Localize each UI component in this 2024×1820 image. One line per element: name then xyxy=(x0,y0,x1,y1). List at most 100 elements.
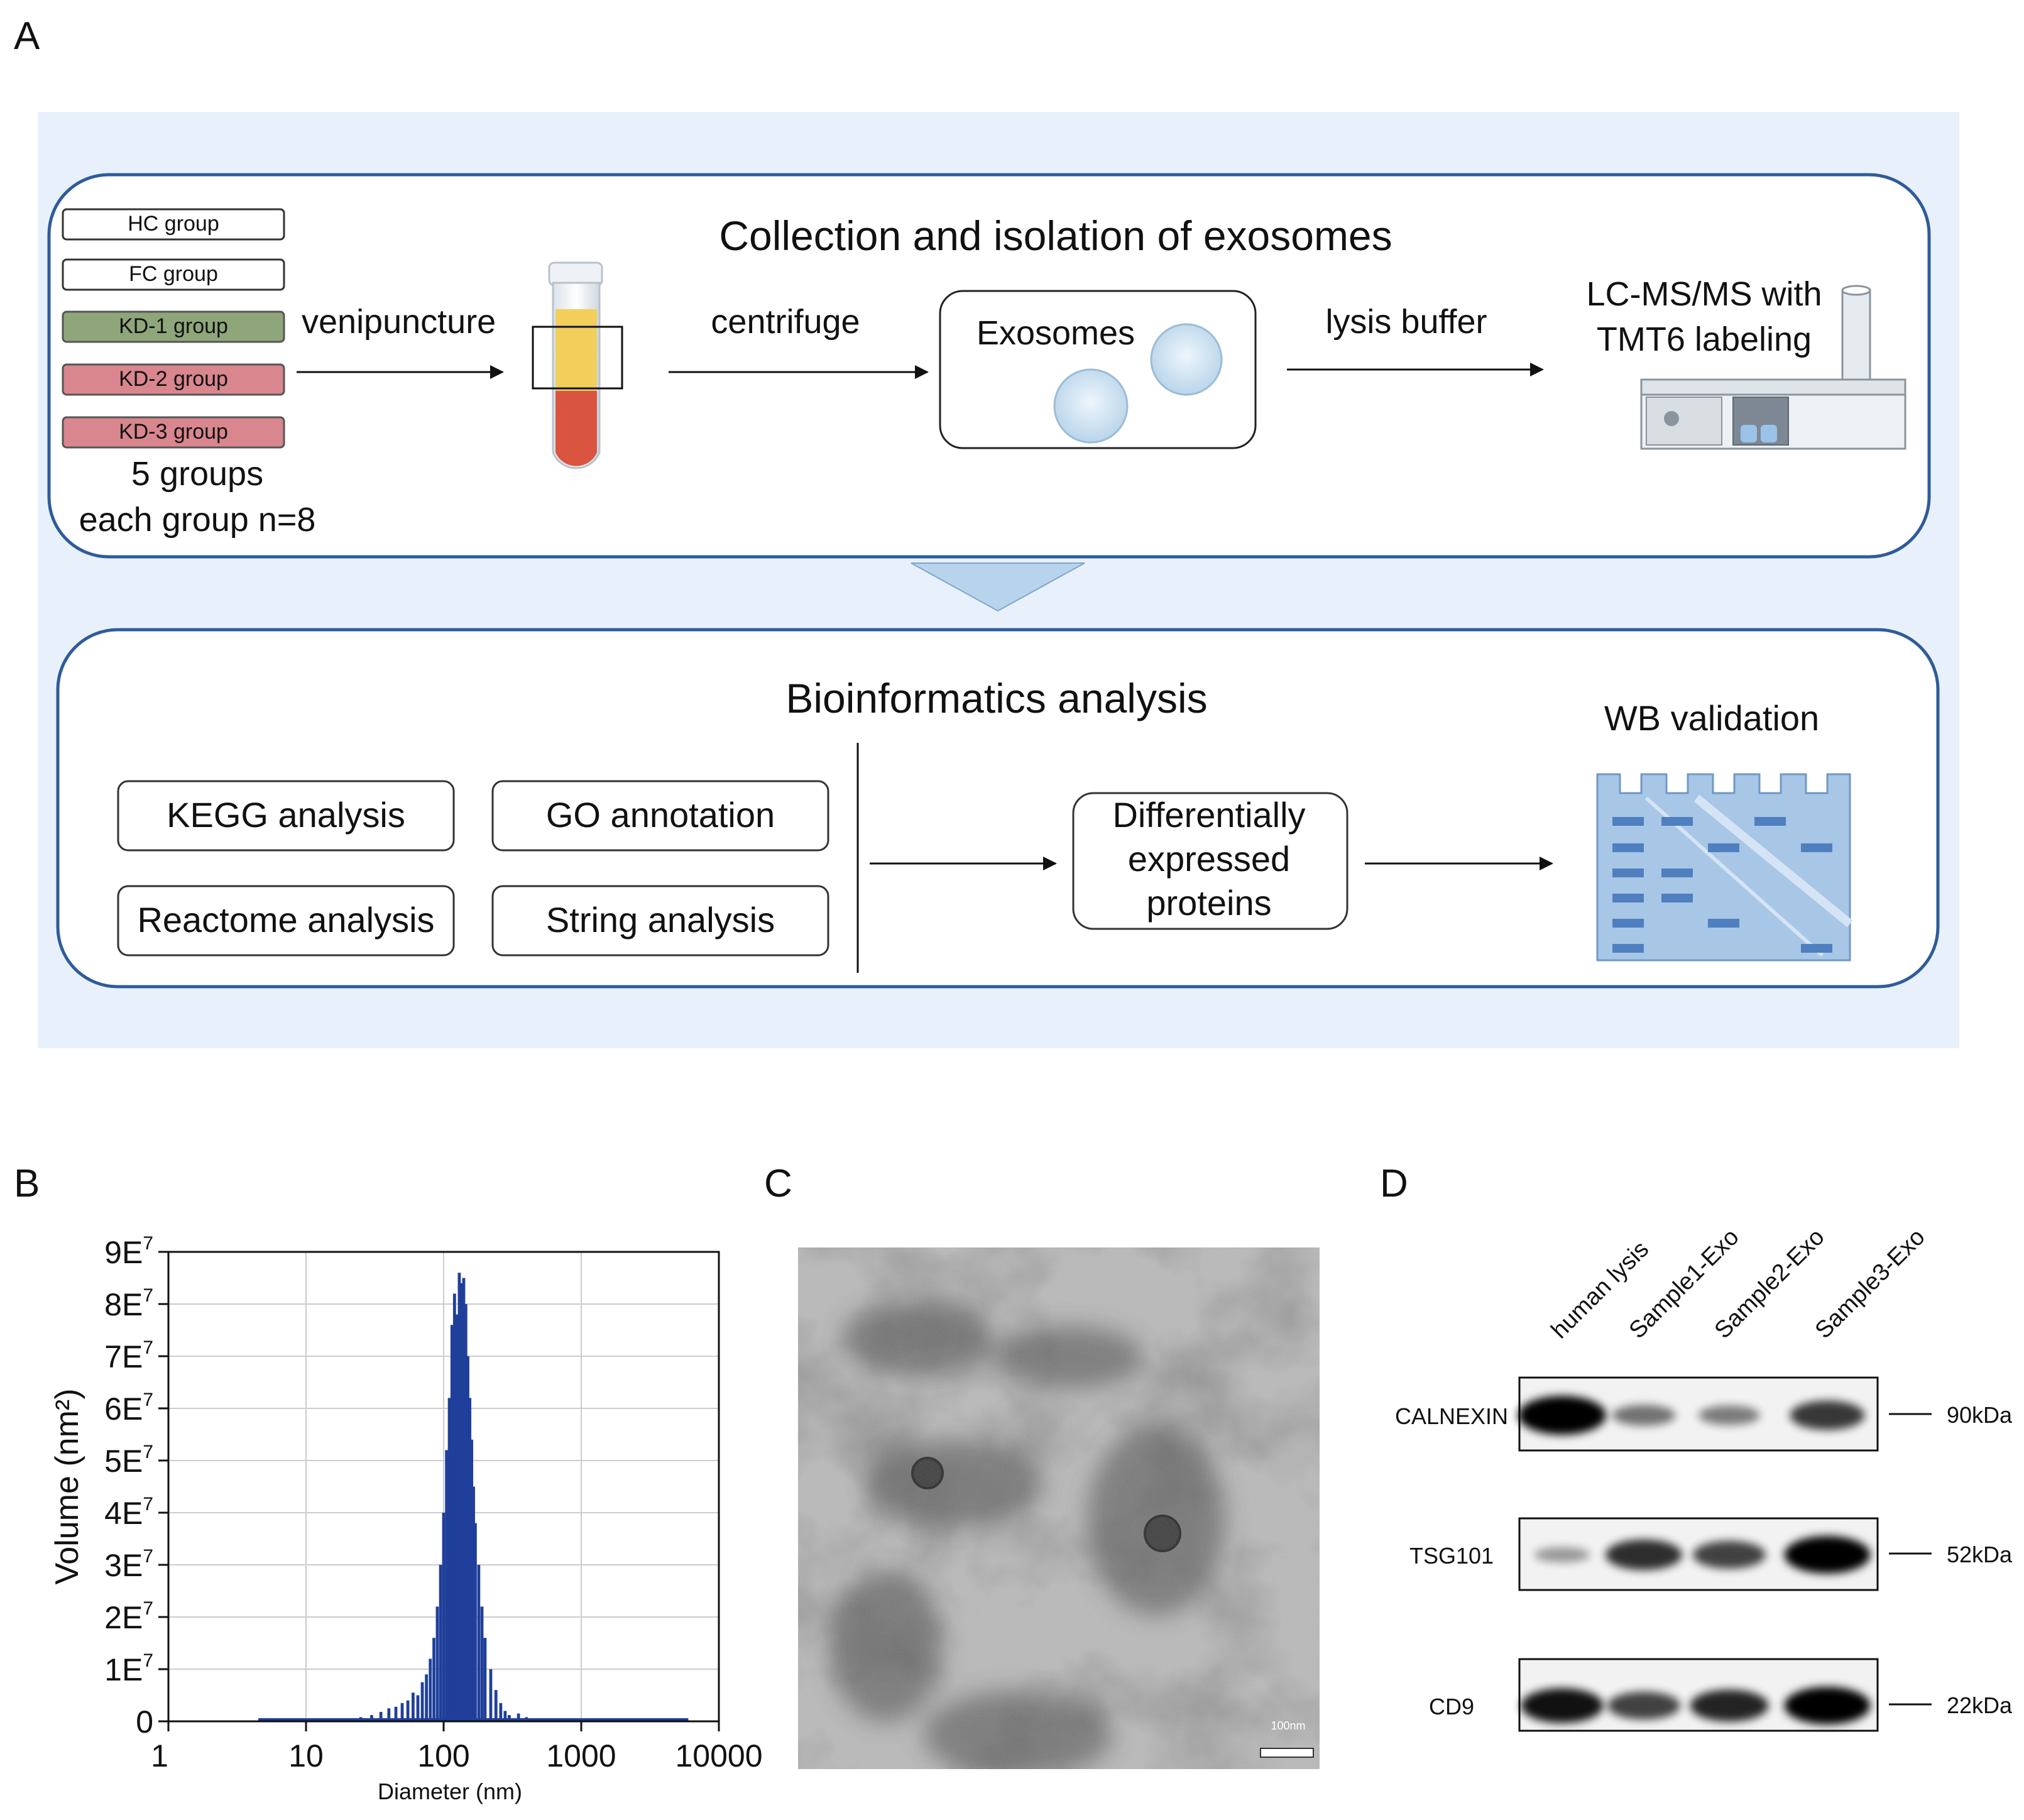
histogram-bar xyxy=(442,1513,446,1721)
histogram-bar xyxy=(425,1674,428,1721)
group-label-kd3: KD-3 group xyxy=(119,420,228,444)
y-tick-label: 9E7 xyxy=(104,1233,153,1270)
panel-label-a: A xyxy=(14,14,40,58)
x-tick-label: 10000 xyxy=(675,1738,762,1773)
groups-note-count: 5 groups xyxy=(131,455,263,493)
histogram-bar xyxy=(429,1658,432,1721)
blot-band xyxy=(1534,1547,1590,1563)
group-label-fc: FC group xyxy=(129,262,218,286)
histogram-bar xyxy=(400,1702,404,1721)
analysis-box-go xyxy=(491,780,829,852)
blot-band xyxy=(1606,1539,1682,1571)
tem-scale-label: 100nm xyxy=(1271,1719,1305,1732)
y-tick-base: 9E xyxy=(104,1235,143,1270)
y-tick-exponent: 7 xyxy=(143,1442,153,1462)
groups-note-n: each group n=8 xyxy=(79,501,316,539)
histogram-bar xyxy=(420,1682,424,1721)
y-tick-label: 4E7 xyxy=(104,1494,153,1531)
exosome-particle-icon xyxy=(1150,323,1223,396)
blot-protein-label: TSG101 xyxy=(1409,1543,1494,1569)
histogram-bar xyxy=(450,1325,454,1721)
histogram-bar xyxy=(508,1715,511,1721)
histogram-bar xyxy=(455,1314,459,1721)
lcms-label-line2: TMT6 labeling xyxy=(1597,321,1812,358)
y-axis-label: Volume (nm²) xyxy=(49,1388,85,1584)
analysis-label-go: GO annotation xyxy=(546,795,775,835)
histogram-bar xyxy=(517,1713,520,1721)
y-tick-exponent: 7 xyxy=(143,1337,153,1358)
y-tick-base: 2E xyxy=(104,1600,143,1635)
blot-size-label: 52kDa xyxy=(1947,1542,2013,1567)
y-tick-label: 0 xyxy=(136,1704,153,1740)
histogram-bar xyxy=(503,1711,507,1721)
y-tick-base: 4E xyxy=(104,1496,143,1531)
exosomes-label: Exosomes xyxy=(976,314,1135,352)
analysis-boxes: KEGG analysis GO annotation Reactome ana… xyxy=(117,780,829,957)
histogram-bar xyxy=(406,1700,410,1721)
histogram-bar xyxy=(464,1304,468,1721)
blot-band xyxy=(1693,1540,1766,1569)
y-tick-exponent: 7 xyxy=(143,1650,153,1671)
histogram-bar xyxy=(452,1293,456,1721)
mass-spectrometer-icon xyxy=(1640,285,1906,450)
blot-size-label: 22kDa xyxy=(1947,1692,2013,1718)
step-venipuncture-label: venipuncture xyxy=(302,303,496,341)
y-tick-label: 6E7 xyxy=(104,1390,153,1427)
histogram-bar xyxy=(483,1638,487,1721)
histogram-bar xyxy=(394,1706,398,1721)
analysis-label-kegg: KEGG analysis xyxy=(167,795,405,835)
blot-size-label: 90kDa xyxy=(1947,1402,2013,1428)
histogram-bar xyxy=(370,1715,373,1721)
group-label-hc: HC group xyxy=(128,212,219,236)
histogram-bar xyxy=(494,1690,498,1721)
histogram-bar xyxy=(470,1439,474,1721)
tube-highlight-box xyxy=(532,326,623,390)
histogram-bar xyxy=(457,1273,461,1721)
panel-label-b: B xyxy=(14,1162,40,1205)
dep-label-line1: Differentially xyxy=(1112,795,1305,835)
x-tick-label: 100 xyxy=(417,1738,469,1773)
dep-label-line2: expressed xyxy=(1128,839,1290,879)
lane-labels: human lysis Sample1-Exo Sample2-Exo Samp… xyxy=(1546,1224,1930,1344)
y-tick-base: 3E xyxy=(104,1548,143,1583)
group-pill-kd3 xyxy=(62,416,285,449)
y-tick-label: 8E7 xyxy=(104,1285,153,1322)
y-tick-exponent: 7 xyxy=(143,1233,153,1254)
analysis-box-string xyxy=(491,885,829,957)
dep-box xyxy=(1072,792,1348,930)
panel-label-c: C xyxy=(764,1162,792,1205)
y-tick-base: 1E xyxy=(104,1652,143,1687)
wb-validation-title: WB validation xyxy=(1604,698,1819,738)
blot-band xyxy=(1784,1687,1871,1724)
y-tick-exponent: 7 xyxy=(143,1546,153,1567)
blot-protein-label: CALNEXIN xyxy=(1395,1403,1508,1429)
step-lysis-label: lysis buffer xyxy=(1325,303,1487,341)
histogram-bar xyxy=(432,1638,435,1721)
gel-icon xyxy=(1596,773,1853,962)
y-tick-label: 7E7 xyxy=(104,1337,153,1374)
histogram-bar xyxy=(525,1717,528,1721)
y-tick-exponent: 7 xyxy=(143,1390,153,1410)
x-axis-label: Diameter (nm) xyxy=(378,1779,522,1804)
histogram-bar xyxy=(379,1712,383,1721)
histogram-bar xyxy=(472,1486,475,1721)
y-tick-label: 5E7 xyxy=(104,1442,153,1479)
histogram-bar xyxy=(346,1718,349,1721)
analysis-label-reactome: Reactome analysis xyxy=(137,900,434,940)
histogram-bar xyxy=(480,1606,484,1721)
group-label-kd1: KD-1 group xyxy=(119,314,228,338)
blot-band xyxy=(1612,1405,1676,1426)
group-pill-hc xyxy=(62,208,285,241)
y-tick-exponent: 7 xyxy=(143,1598,153,1619)
analysis-box-reactome xyxy=(117,885,455,957)
step-centrifuge-label: centrifuge xyxy=(711,303,860,341)
y-tick-base: 7E xyxy=(104,1339,143,1374)
y-tick-label: 1E7 xyxy=(104,1650,153,1687)
histogram-bar xyxy=(439,1565,442,1721)
histogram-bar xyxy=(489,1669,493,1721)
title-bioinformatics: Bioinformatics analysis xyxy=(785,675,1207,721)
title-collection: Collection and isolation of exosomes xyxy=(719,212,1392,259)
flow-down-arrow xyxy=(911,562,1085,612)
